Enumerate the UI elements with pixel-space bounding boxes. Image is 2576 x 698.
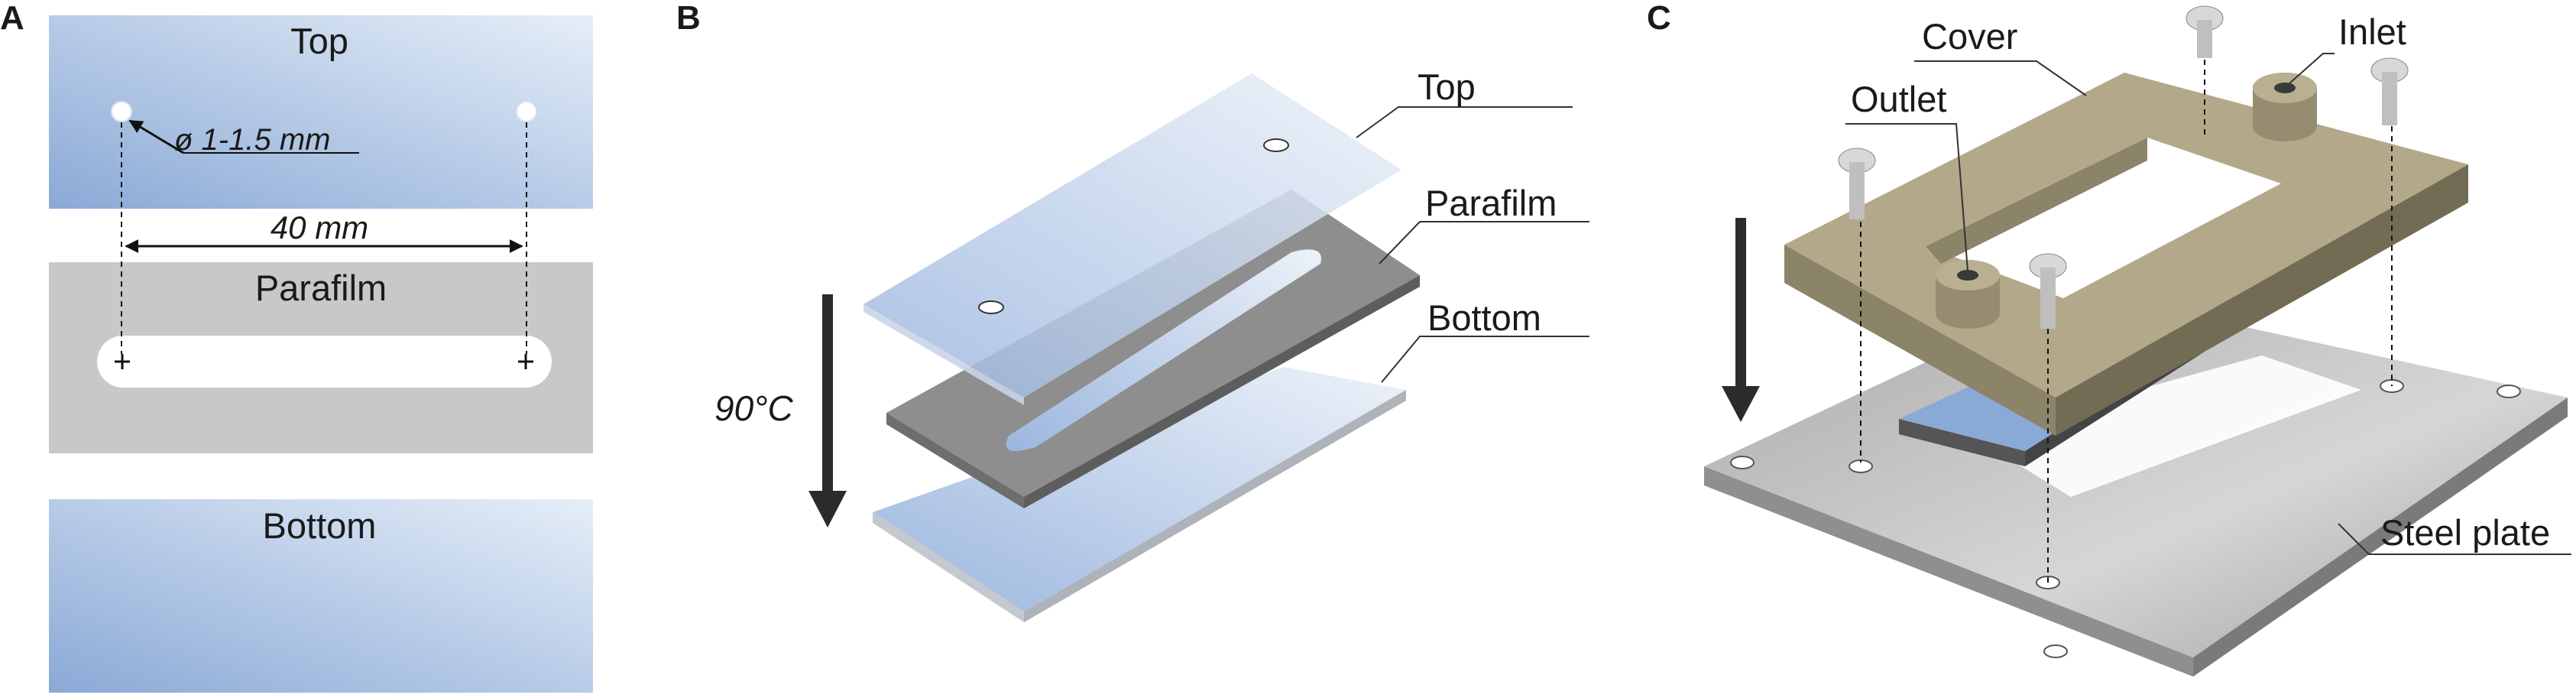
temperature-label: 90°C bbox=[714, 388, 794, 428]
heating-arrow-head bbox=[808, 491, 847, 528]
steel-plate-label: Steel plate bbox=[2380, 512, 2550, 553]
parafilm-channel-3d bbox=[1006, 249, 1321, 451]
bottom-label: Bottom bbox=[263, 505, 377, 546]
diameter-leader bbox=[128, 119, 184, 154]
screws bbox=[1838, 5, 2409, 329]
hole-diameter-label: ø 1-1.5 mm bbox=[174, 123, 330, 157]
screw-2 bbox=[2186, 5, 2224, 58]
channel-end-markers bbox=[115, 354, 533, 369]
outlet-leader bbox=[1845, 123, 1968, 272]
bottom-leader bbox=[1381, 336, 1589, 383]
steel-plate-window bbox=[1972, 355, 2361, 497]
top-hole-right-3d bbox=[1263, 138, 1289, 152]
parafilm-channel bbox=[97, 336, 552, 388]
inlet-leader bbox=[2288, 53, 2335, 85]
screw-4 bbox=[2029, 253, 2067, 329]
panel-c: C bbox=[1647, 0, 2571, 677]
spacing-label: 40 mm bbox=[271, 209, 368, 245]
top-label: Top bbox=[290, 21, 348, 61]
parafilm-label: Parafilm bbox=[255, 268, 387, 308]
panel-c-letter: C bbox=[1647, 0, 1671, 37]
outlet-port bbox=[1936, 260, 2000, 329]
top-hole-left-3d bbox=[978, 300, 1004, 314]
steel-plate bbox=[1704, 291, 2568, 657]
screw-1 bbox=[1838, 148, 1876, 219]
parafilm-leader bbox=[1379, 221, 1589, 265]
cover-label: Cover bbox=[1922, 16, 2017, 57]
screw-3 bbox=[2370, 57, 2409, 125]
top-slide bbox=[49, 15, 593, 209]
cover-leader bbox=[1914, 60, 2087, 96]
alignment-lines bbox=[121, 122, 527, 354]
outlet-label: Outlet bbox=[1851, 79, 1946, 119]
inlet-port bbox=[2253, 73, 2317, 141]
c-alignment-lines bbox=[1860, 60, 2393, 583]
top-leader bbox=[1356, 106, 1573, 138]
steel-plate-holes bbox=[1730, 379, 2521, 658]
steel-plate-leader bbox=[2338, 523, 2571, 555]
panel-a-letter: A bbox=[0, 0, 24, 37]
inlet-label: Inlet bbox=[2338, 11, 2406, 52]
bottom-slide-3d bbox=[873, 367, 1406, 612]
bottom-label-b: Bottom bbox=[1427, 297, 1541, 338]
cover-window bbox=[1926, 138, 2281, 298]
bottom-slide-edge bbox=[873, 512, 1024, 622]
panel-b-letter: B bbox=[676, 0, 701, 37]
bottom-slide bbox=[49, 499, 593, 693]
hole-right bbox=[516, 101, 537, 122]
top-label-b: Top bbox=[1418, 67, 1476, 107]
parafilm-label-b: Parafilm bbox=[1425, 183, 1557, 223]
panel-a: A Top ø 1-1.5 mm 40 mm Parafilm Bottom bbox=[0, 0, 593, 693]
panel-b: B 90°C Top Parafilm Bottom bbox=[676, 0, 1589, 622]
assembly-arrow-head bbox=[1722, 386, 1760, 422]
hole-left bbox=[111, 101, 132, 122]
top-slide-3d bbox=[864, 73, 1401, 398]
